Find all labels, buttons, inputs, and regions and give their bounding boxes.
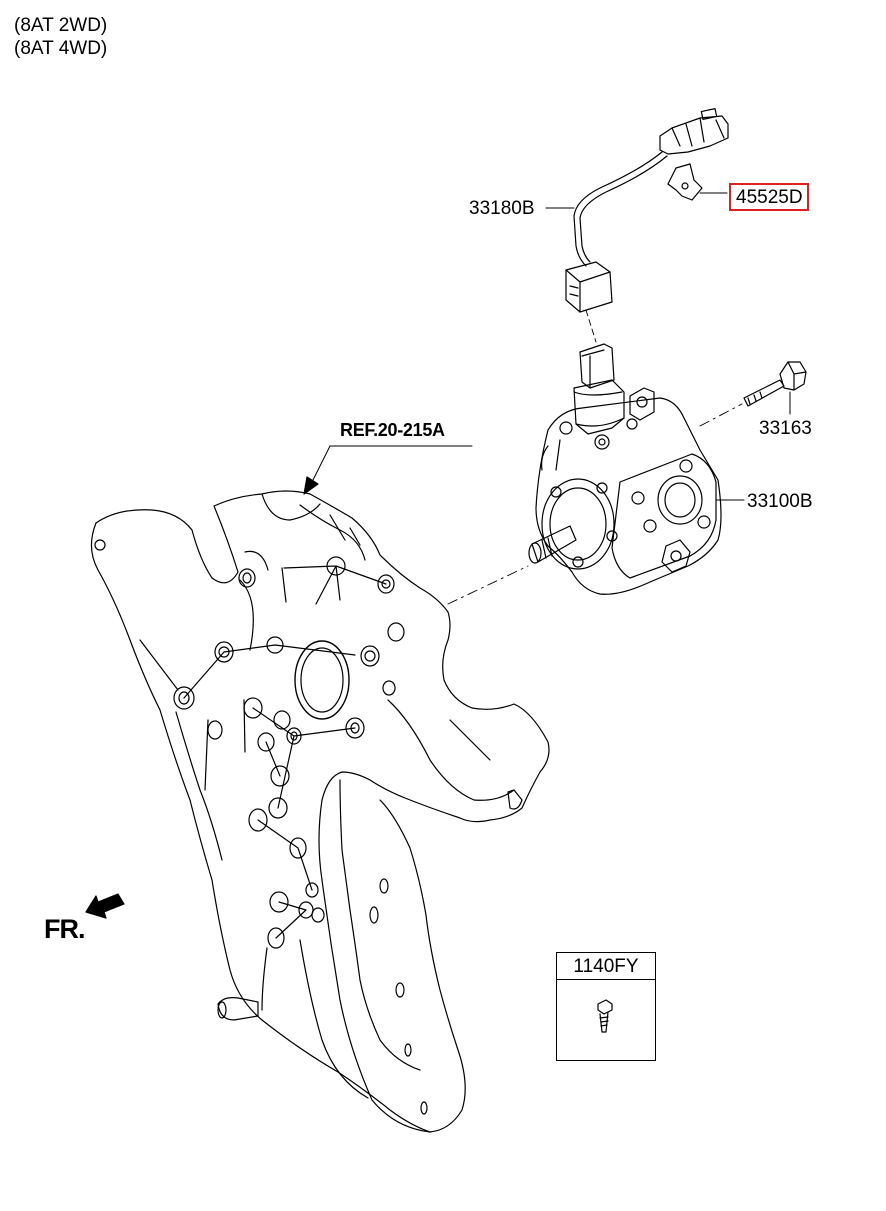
screw-part-box: 1140FY [556, 952, 656, 1061]
screw-icon [597, 999, 613, 1033]
part-label-fuel-pump[interactable]: 33100B [747, 491, 813, 512]
part-label-bracket-highlighted[interactable]: 45525D [729, 183, 809, 211]
timing-cover-drawing [90, 490, 550, 1133]
ref-leader-line [311, 445, 473, 483]
bracket-drawing [667, 163, 703, 201]
part-label-bolt[interactable]: 33163 [759, 418, 812, 439]
front-arrow-icon [85, 893, 125, 919]
reference-label[interactable]: REF.20-215A [340, 420, 445, 440]
bolt-axis-line [699, 403, 743, 427]
part-label-wire-harness[interactable]: 33180B [469, 198, 535, 219]
variant-label-4wd: (8AT 4WD) [14, 38, 108, 59]
fuel-pump-drawing [528, 343, 722, 595]
variant-label-2wd: (8AT 2WD) [14, 15, 108, 36]
wire-harness-drawing [565, 108, 729, 313]
part-label-screw[interactable]: 1140FY [557, 953, 655, 980]
connector-axis-line [585, 309, 597, 343]
ref-arrowhead [303, 476, 319, 495]
bolt-drawing [743, 361, 807, 407]
assembly-axis-line [447, 565, 529, 605]
front-direction-label: FR. [44, 914, 85, 944]
